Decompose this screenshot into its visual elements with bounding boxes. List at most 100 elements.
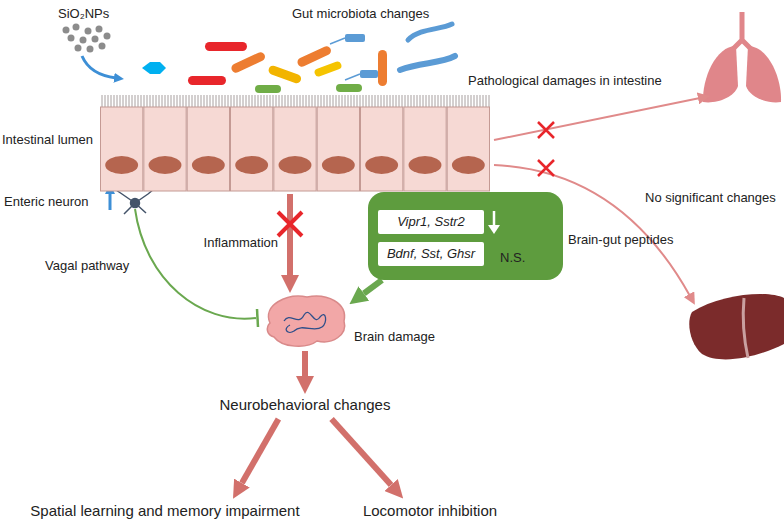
cell-nucleus [452, 156, 485, 174]
microvillus [378, 95, 379, 108]
annotation-label: Enteric neuron [4, 194, 89, 210]
microvillus [447, 95, 448, 108]
microvillus [189, 95, 190, 108]
microvillus [360, 95, 361, 108]
flagellum [345, 74, 360, 80]
microvillus [483, 95, 484, 108]
particle [63, 27, 70, 34]
microvillus [423, 95, 424, 108]
microvillus [270, 95, 271, 108]
microvillus [201, 95, 202, 108]
vagal-line [135, 209, 256, 319]
microvillus [264, 95, 265, 108]
epithelial-cell [101, 107, 143, 191]
microvillus [402, 95, 403, 108]
trachea [730, 12, 754, 52]
bacterium [313, 60, 342, 77]
microvillus [240, 95, 241, 108]
flow-arrow [242, 419, 279, 483]
particle [104, 33, 111, 40]
particle [73, 24, 80, 31]
node-text: Brain-gut peptides [568, 232, 674, 248]
microvillus [357, 95, 358, 108]
microvillus [276, 95, 277, 108]
microvillus [480, 95, 481, 108]
decrease-arrow [486, 210, 502, 236]
microvillus [180, 95, 181, 108]
microvillus [234, 95, 235, 108]
microvillus [456, 95, 457, 108]
node-text: Brain damage [354, 329, 435, 345]
microvillus [387, 95, 388, 108]
particle [75, 45, 82, 52]
cell-nucleus [105, 156, 138, 174]
cross-mark [278, 212, 302, 236]
microvillus [138, 95, 139, 108]
epithelial-cell [144, 107, 186, 191]
cell-nucleus [322, 156, 355, 174]
bacterium [188, 76, 226, 85]
microvillus [393, 95, 394, 108]
microvillus [207, 95, 208, 108]
microvillus [225, 95, 226, 108]
node-text: Bdnf, Sst, Ghsr [387, 246, 475, 262]
brain-folds [284, 312, 326, 332]
annotation-label: Gut microbiota changes [292, 6, 429, 22]
microvillus [156, 95, 157, 108]
epithelial-cell [317, 107, 359, 191]
microvillus [420, 95, 421, 108]
bacterium [360, 70, 378, 78]
epithelial-cell [274, 107, 316, 191]
microvillus [144, 95, 145, 108]
microvillus [162, 95, 163, 108]
microvillus [129, 95, 130, 108]
bacterium [378, 50, 387, 86]
liver [689, 294, 784, 359]
cell-nucleus [409, 156, 442, 174]
microvillus [255, 95, 256, 108]
microvillus [216, 95, 217, 108]
particle [96, 26, 103, 33]
microvillus [132, 95, 133, 108]
microvillus [366, 95, 367, 108]
lung [703, 12, 781, 102]
flow-arrow [332, 419, 392, 485]
microvillus [327, 95, 328, 108]
microvillus [279, 95, 280, 108]
brain-drawing [262, 293, 348, 348]
microvillus [249, 95, 250, 108]
microvillus [303, 95, 304, 108]
cell-nucleus [365, 156, 398, 174]
block-cross [278, 212, 302, 236]
peptide-box: Bdnf, Sst, Ghsr [378, 242, 484, 266]
microvillus [348, 95, 349, 108]
microvillus [471, 95, 472, 108]
outcome-text: Spatial learning and memory impairment [27, 500, 303, 522]
microvillus [150, 95, 151, 108]
microvillus [213, 95, 214, 108]
microvillus [222, 95, 223, 108]
microvillus [204, 95, 205, 108]
microvillus [291, 95, 292, 108]
microvillus [381, 95, 382, 108]
microvillus [285, 95, 286, 108]
particle [99, 43, 106, 50]
microvillus [372, 95, 373, 108]
microvillus [375, 95, 376, 108]
microvillus [351, 95, 352, 108]
microvillus [312, 95, 313, 108]
arrow-head [488, 225, 500, 234]
liver-shape [689, 294, 784, 359]
microvillus [453, 95, 454, 108]
node-text: Pathological damages in intestine [468, 73, 662, 89]
particle [87, 46, 94, 53]
microvillus [171, 95, 172, 108]
microvillus [183, 95, 184, 108]
microvillus [396, 95, 397, 108]
bacterium [345, 34, 365, 42]
microvillus [294, 95, 295, 108]
microvillus [288, 95, 289, 108]
microvillus [159, 95, 160, 108]
microvillus [438, 95, 439, 108]
